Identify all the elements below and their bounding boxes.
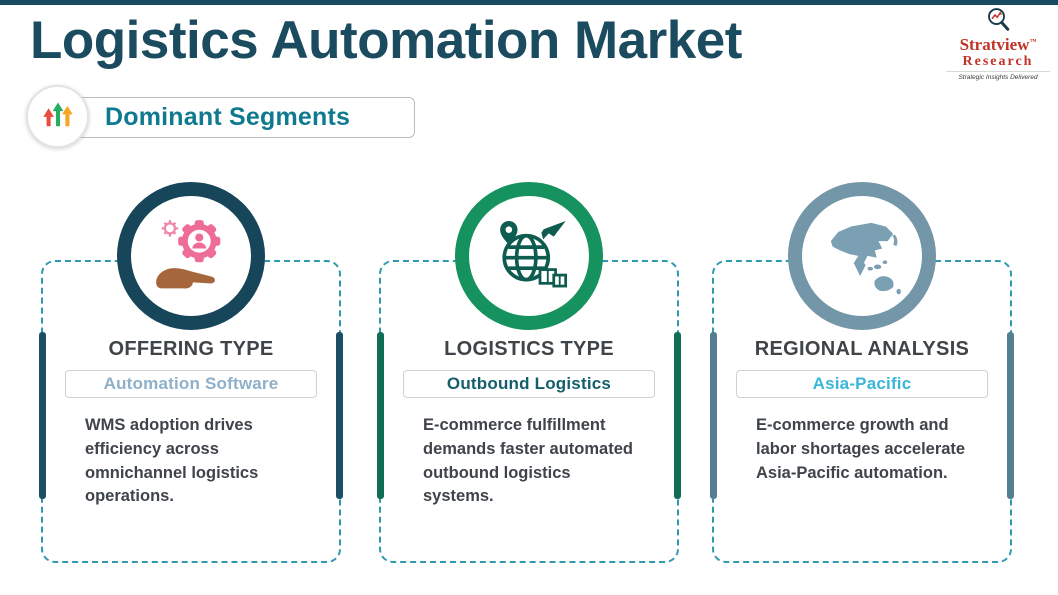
card-title: LOGISTICS TYPE [444, 338, 614, 360]
gear-hand-icon [147, 210, 235, 303]
brand-logo: Stratview™ Research Strategic Insights D… [946, 6, 1050, 81]
brand-name-text: Stratview [959, 35, 1030, 54]
top-accent-bar [0, 0, 1058, 5]
card-accent-bar-left [377, 332, 384, 499]
asia-pacific-map-icon [818, 210, 906, 303]
brand-subname: Research [962, 53, 1034, 69]
brand-tagline: Strategic Insights Delivered [946, 71, 1050, 81]
segment-card-regional-analysis: REGIONAL ANALYSIS Asia-Pacific E-commerc… [710, 182, 1014, 563]
card-accent-bar-left [39, 332, 46, 499]
section-badge-label: Dominant Segments [105, 103, 351, 131]
card-icon-circle [788, 182, 936, 330]
segment-value: Asia-Pacific [812, 374, 912, 393]
segment-value-box: Asia-Pacific [736, 370, 988, 398]
magnifier-chart-icon [946, 6, 1050, 36]
card-accent-bar-right [1007, 332, 1014, 499]
segment-card-logistics-type: LOGISTICS TYPE Outbound Logistics E-comm… [377, 182, 681, 563]
page-title: Logistics Automation Market [30, 11, 742, 70]
card-icon-circle [455, 182, 603, 330]
globe-logistics-icon [485, 210, 573, 303]
card-accent-bar-right [674, 332, 681, 499]
segment-value-box: Outbound Logistics [403, 370, 655, 398]
card-description: E-commerce growth and labor shortages ac… [756, 416, 966, 482]
section-badge-circle [26, 85, 89, 148]
card-description: E-commerce fulfillment demands faster au… [423, 416, 633, 506]
segment-value: Outbound Logistics [446, 374, 612, 393]
brand-tm: ™ [1029, 37, 1037, 46]
card-title: REGIONAL ANALYSIS [754, 338, 970, 360]
brand-name: Stratview™ [946, 36, 1050, 54]
card-title: OFFERING TYPE [108, 338, 274, 360]
segment-value: Automation Software [103, 374, 279, 393]
segment-card-offering-type: OFFERING TYPE Automation Software WMS ad… [39, 182, 343, 563]
card-accent-bar-left [710, 332, 717, 499]
section-badge: Dominant Segments [72, 97, 415, 138]
card-description: WMS adoption drives efficiency across om… [85, 416, 259, 506]
segment-value-box: Automation Software [65, 370, 317, 398]
card-accent-bar-right [336, 332, 343, 499]
trend-arrows-icon [40, 97, 76, 136]
card-icon-circle [117, 182, 265, 330]
